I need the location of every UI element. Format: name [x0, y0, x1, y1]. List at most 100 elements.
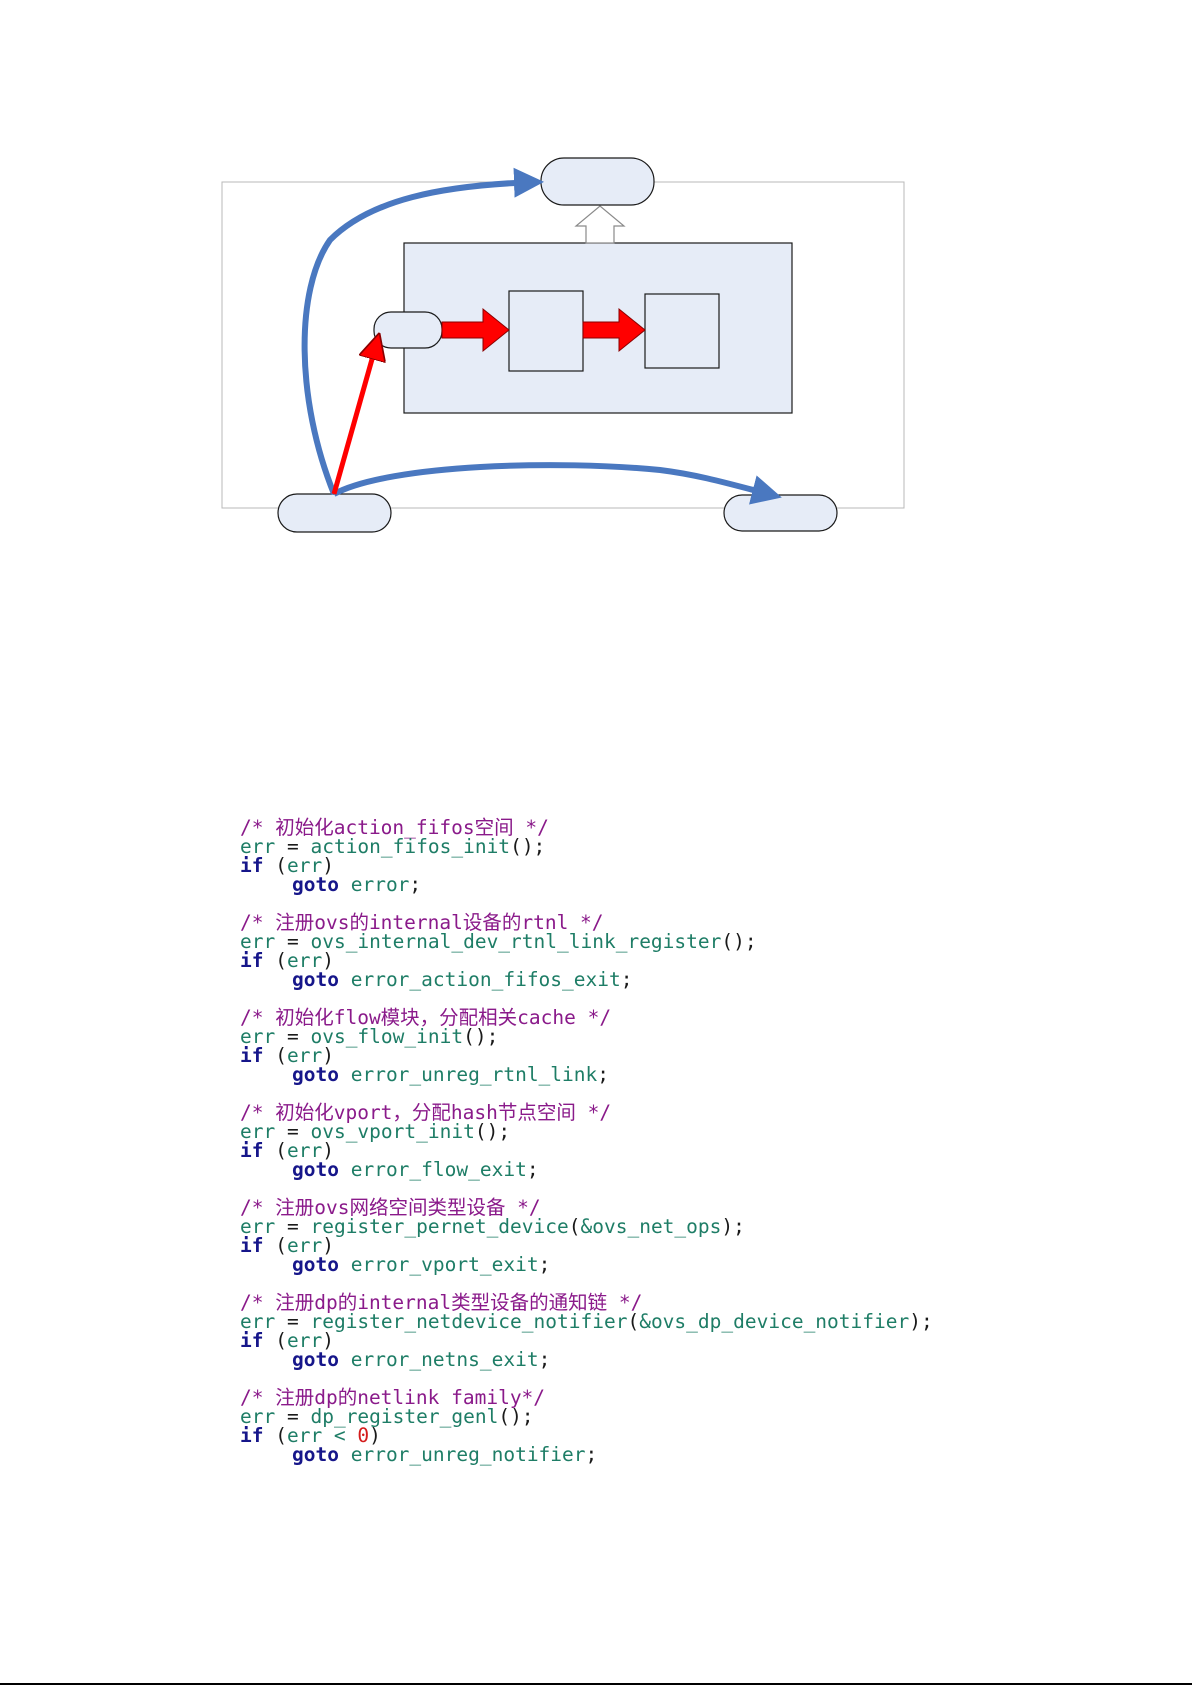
- code-paren: (: [263, 949, 287, 972]
- code-paren: ): [322, 1044, 334, 1067]
- code-operator: =: [275, 1405, 311, 1428]
- code-variable: err: [240, 1405, 276, 1428]
- code-goto-label: error_vport_exit: [350, 1253, 539, 1276]
- code-keyword-if: if: [240, 1044, 264, 1067]
- code-function: register_pernet_device: [310, 1215, 569, 1238]
- code-comment: /* 初始化flow模块，分配相关cache */: [240, 1006, 612, 1029]
- code-number: 0: [357, 1424, 370, 1447]
- code-variable: err: [240, 1120, 276, 1143]
- code-goto-line: goto error_netns_exit;: [240, 1348, 933, 1371]
- code-keyword-goto: goto: [292, 873, 339, 896]
- code-goto-line: goto error_action_fifos_exit;: [240, 968, 933, 991]
- code-variable: err: [240, 1025, 276, 1048]
- code-keyword-goto: goto: [292, 1158, 339, 1181]
- code-space: [339, 1348, 351, 1371]
- code-function: ovs_flow_init: [310, 1025, 464, 1048]
- code-space: [339, 873, 351, 896]
- code-args: &ovs_dp_device_notifier: [639, 1310, 910, 1333]
- code-goto-label: error_netns_exit: [350, 1348, 539, 1371]
- code-comment-line: /* 注册ovs网络空间类型设备 */: [240, 1196, 933, 1219]
- red-straight-arrow: [331, 338, 378, 495]
- code-function: dp_register_genl: [310, 1405, 499, 1428]
- code-keyword-if: if: [240, 1139, 264, 1162]
- code-if-line: if (err): [240, 1234, 933, 1257]
- code-comment: /* 注册ovs的internal设备的rtnl */: [240, 911, 604, 934]
- code-call-line: err = action_fifos_init();: [240, 835, 933, 858]
- code-call-line: err = ovs_flow_init();: [240, 1025, 933, 1048]
- top-node: [540, 157, 655, 206]
- bottom-left-node: [277, 493, 392, 533]
- code-if-line: if (err): [240, 854, 933, 877]
- red-block-arrow-2: [582, 307, 646, 353]
- code-variable: err: [240, 1215, 276, 1238]
- code-condition: err: [286, 1234, 323, 1257]
- code-goto-label: error_flow_exit: [350, 1158, 527, 1181]
- code-comment-line: /* 初始化vport，分配hash节点空间 */: [240, 1101, 933, 1124]
- code-goto-label: error_action_fifos_exit: [350, 968, 621, 991]
- code-paren: (: [263, 1044, 287, 1067]
- code-keyword-if: if: [240, 854, 264, 877]
- code-paren: (: [263, 1234, 287, 1257]
- code-paren: );: [721, 1215, 745, 1238]
- blue-curve-arrow-bottom: [332, 462, 782, 505]
- code-variable: err: [240, 1310, 276, 1333]
- code-semicolon: ;: [538, 1348, 551, 1371]
- code-comment-line: /* 初始化action_fifos空间 */: [240, 816, 933, 839]
- code-paren: (: [627, 1310, 640, 1333]
- blue-curve-arrow-top: [301, 167, 544, 496]
- code-paren: (: [721, 930, 734, 953]
- code-comment-line: /* 初始化flow模块，分配相关cache */: [240, 1006, 933, 1029]
- code-if-line: if (err): [240, 1044, 933, 1067]
- code-space: [339, 968, 351, 991]
- code-paren: (: [263, 1329, 287, 1352]
- code-variable: err: [240, 930, 276, 953]
- code-comment: /* 初始化action_fifos空间 */: [240, 816, 549, 839]
- code-goto-line: goto error_unreg_notifier;: [240, 1443, 933, 1466]
- code-semicolon: ;: [585, 1443, 598, 1466]
- code-comment: /* 初始化vport，分配hash节点空间 */: [240, 1101, 612, 1124]
- bottom-right-node: [723, 494, 838, 532]
- code-paren: ): [322, 1234, 334, 1257]
- code-goto-label: error: [350, 873, 410, 896]
- code-condition: err: [286, 1139, 323, 1162]
- code-paren: (: [498, 1405, 511, 1428]
- code-operator: =: [275, 835, 311, 858]
- code-paren: (: [510, 835, 522, 858]
- code-keyword-goto: goto: [292, 1253, 339, 1276]
- code-paren: );: [474, 1025, 499, 1048]
- inner-box-2: [644, 293, 720, 369]
- code-goto-line: goto error_unreg_rtnl_link;: [240, 1063, 933, 1086]
- code-if-line: if (err < 0): [240, 1424, 933, 1447]
- code-call-line: err = ovs_internal_dev_rtnl_link_registe…: [240, 930, 933, 953]
- code-comment: /* 注册ovs网络空间类型设备 */: [240, 1196, 541, 1219]
- code-if-line: if (err): [240, 949, 933, 972]
- code-variable: err: [240, 835, 276, 858]
- code-paren: );: [521, 835, 546, 858]
- code-paren: ): [322, 1139, 334, 1162]
- code-comment-line: /* 注册dp的netlink family*/: [240, 1388, 933, 1408]
- code-space: [339, 1063, 351, 1086]
- code-operator: =: [275, 1215, 311, 1238]
- code-if-line: if (err): [240, 1329, 933, 1352]
- code-call-line: err = register_pernet_device(&ovs_net_op…: [240, 1215, 933, 1238]
- code-paren: (: [263, 854, 287, 877]
- code-condition: err: [286, 1044, 323, 1067]
- code-function: ovs_internal_dev_rtnl_link_register: [310, 930, 722, 953]
- code-space: [339, 1158, 351, 1181]
- left-small-node: [373, 311, 443, 349]
- code-call-line: err = register_netdevice_notifier(&ovs_d…: [240, 1310, 933, 1333]
- code-if-line: if (err): [240, 1139, 933, 1162]
- code-semicolon: ;: [620, 968, 633, 991]
- code-paren: );: [733, 930, 757, 953]
- code-paren: ): [369, 1424, 381, 1447]
- code-keyword-if: if: [240, 1329, 264, 1352]
- code-goto-line: goto error_flow_exit;: [240, 1158, 933, 1181]
- code-call-line: err = ovs_vport_init();: [240, 1120, 933, 1143]
- code-operator: =: [275, 1120, 311, 1143]
- inner-box-1: [508, 290, 584, 372]
- code-comment: /* 注册dp的internal类型设备的通知链 */: [240, 1291, 643, 1314]
- code-paren: (: [474, 1120, 487, 1143]
- code-paren: (: [263, 1424, 287, 1447]
- red-block-arrow-1: [441, 307, 510, 353]
- code-keyword-goto: goto: [292, 968, 339, 991]
